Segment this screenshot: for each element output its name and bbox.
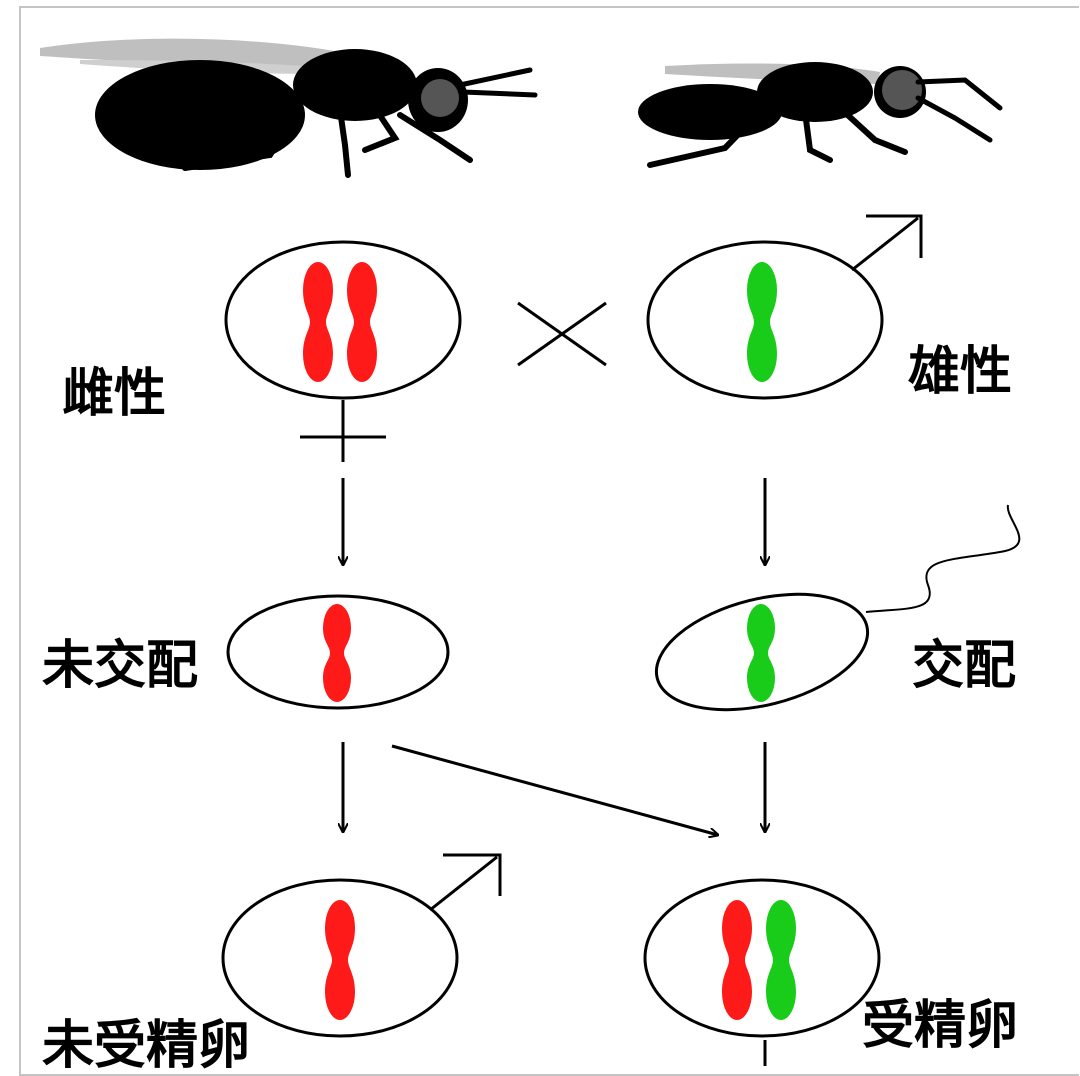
cell-outline — [643, 878, 881, 1038]
chromosome-green — [766, 900, 796, 1020]
label-mated: 交配 — [912, 636, 1017, 696]
male-wasp-thorax — [757, 62, 873, 122]
female-wasp-antennae — [457, 67, 538, 98]
male-parent-cell — [646, 240, 884, 400]
female-wasp-icon — [40, 38, 538, 178]
chromosome-red — [323, 604, 351, 702]
mars-icon — [429, 853, 502, 912]
cell-outline — [224, 240, 462, 400]
female-wasp-legs — [182, 105, 473, 178]
label-unfertilized-egg: 未受精卵 — [42, 1016, 251, 1076]
female-wasp-wing — [40, 38, 340, 70]
male-wasp-antennae — [915, 77, 1003, 143]
female-wasp-abdomen — [95, 60, 305, 170]
male-wasp-legs — [647, 105, 908, 168]
label-unmated: 未交配 — [42, 636, 199, 696]
chromosome-red — [722, 900, 752, 1020]
male-wasp-eye — [882, 70, 922, 110]
female-wasp-eye — [421, 79, 459, 117]
unmated-egg-cell — [226, 594, 450, 710]
mars-icon — [851, 214, 923, 272]
arrow-egg-to-fertilized — [391, 744, 718, 835]
cross-icon — [517, 301, 607, 367]
fertilized-egg-cell — [643, 878, 881, 1038]
chromosome-green — [747, 604, 775, 702]
male-wasp-icon — [638, 62, 1003, 168]
chromosome-red — [347, 262, 377, 382]
chromosome-red — [303, 262, 333, 382]
venus-icon — [300, 400, 386, 462]
label-female: 雌性 — [62, 364, 167, 424]
unfertilized-egg-cell — [221, 853, 502, 1038]
female-parent-cell — [224, 240, 462, 400]
label-fertilized-egg: 受精卵 — [862, 996, 1019, 1056]
female-wasp-thorax — [293, 49, 417, 121]
sperm-icon — [865, 504, 1021, 613]
label-male: 雄性 — [908, 342, 1013, 402]
mated-sperm-cell — [654, 504, 1021, 712]
chromosome-red — [325, 900, 355, 1020]
chromosome-green — [747, 262, 777, 382]
